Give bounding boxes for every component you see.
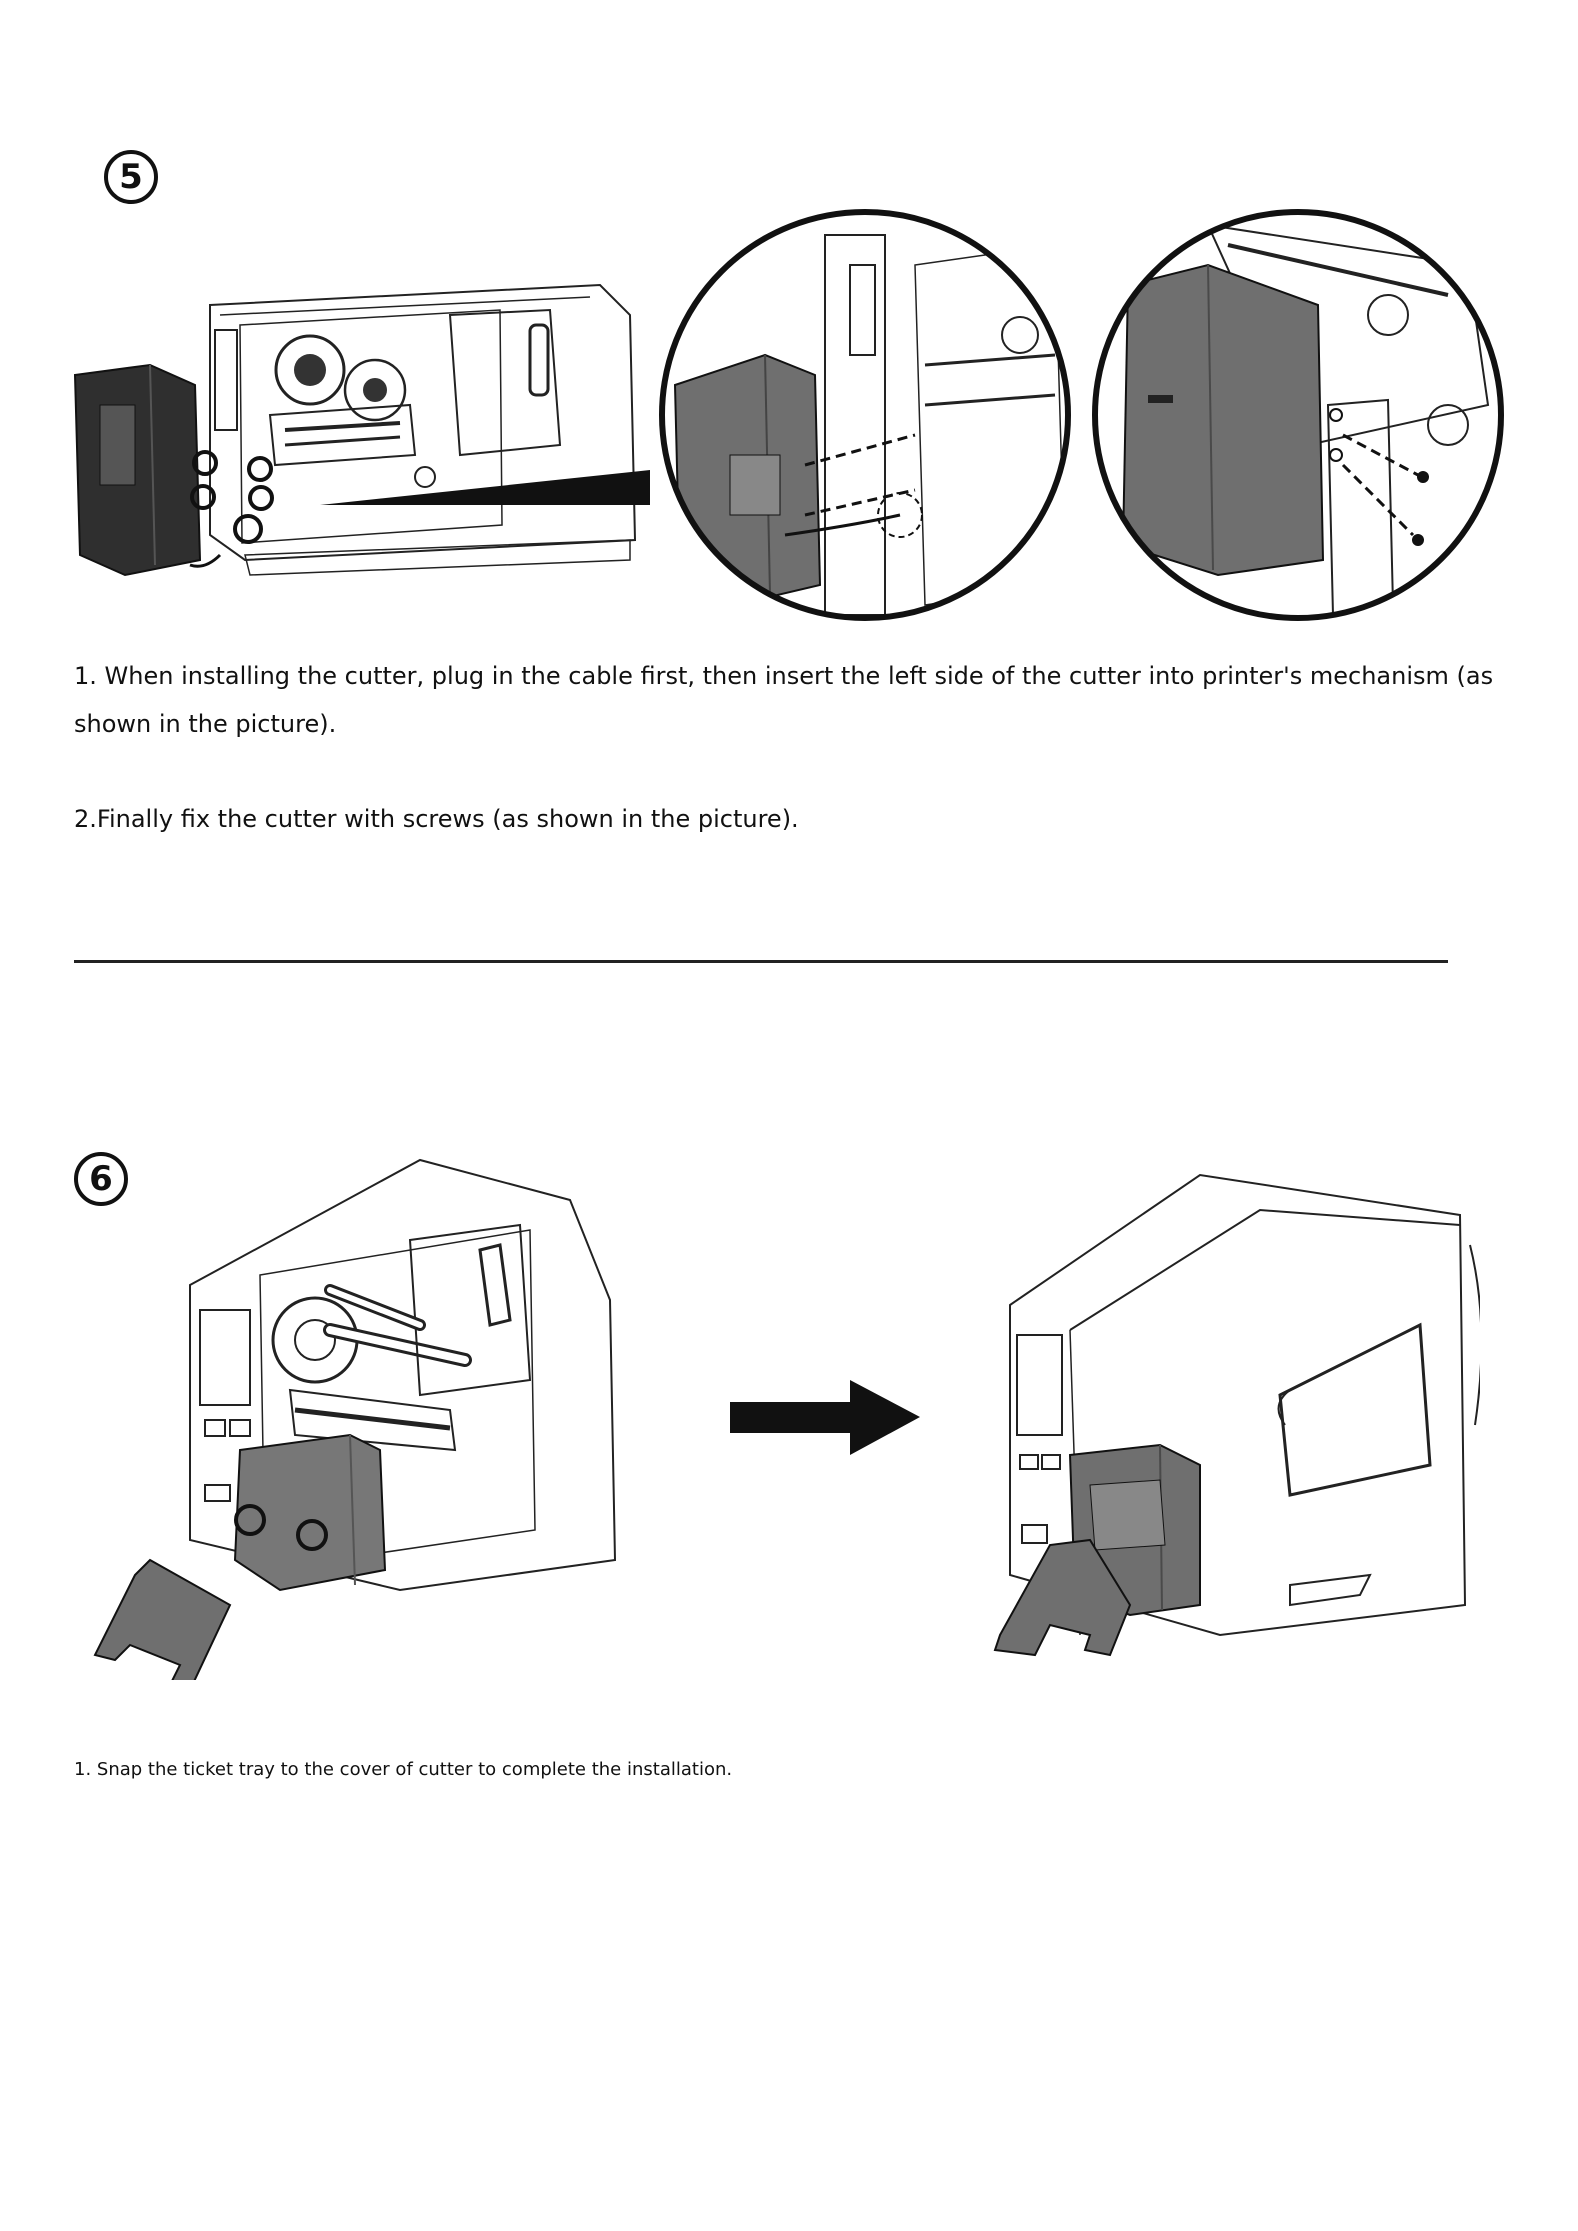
- step-6-instruction-1: 1. Snap the ticket tray to the cover of …: [74, 1757, 1074, 1783]
- step-5-printer-illustration: [70, 255, 650, 595]
- step-5-instruction-2: 2.Finally fix the cutter with screws (as…: [74, 795, 1514, 843]
- step-6-open-printer-illustration: [90, 1150, 650, 1680]
- step-5-badge: 5: [104, 150, 158, 204]
- section-divider: [74, 960, 1448, 963]
- step-5-instruction-1: 1. When installing the cutter, plug in t…: [74, 652, 1514, 748]
- step-5-number: 5: [119, 157, 143, 197]
- zoom-detail-screws: [1088, 205, 1508, 625]
- right-arrow-icon: [730, 1380, 920, 1455]
- step-6-closed-printer-illustration: [990, 1165, 1480, 1685]
- zoom-detail-cable: [655, 205, 1075, 625]
